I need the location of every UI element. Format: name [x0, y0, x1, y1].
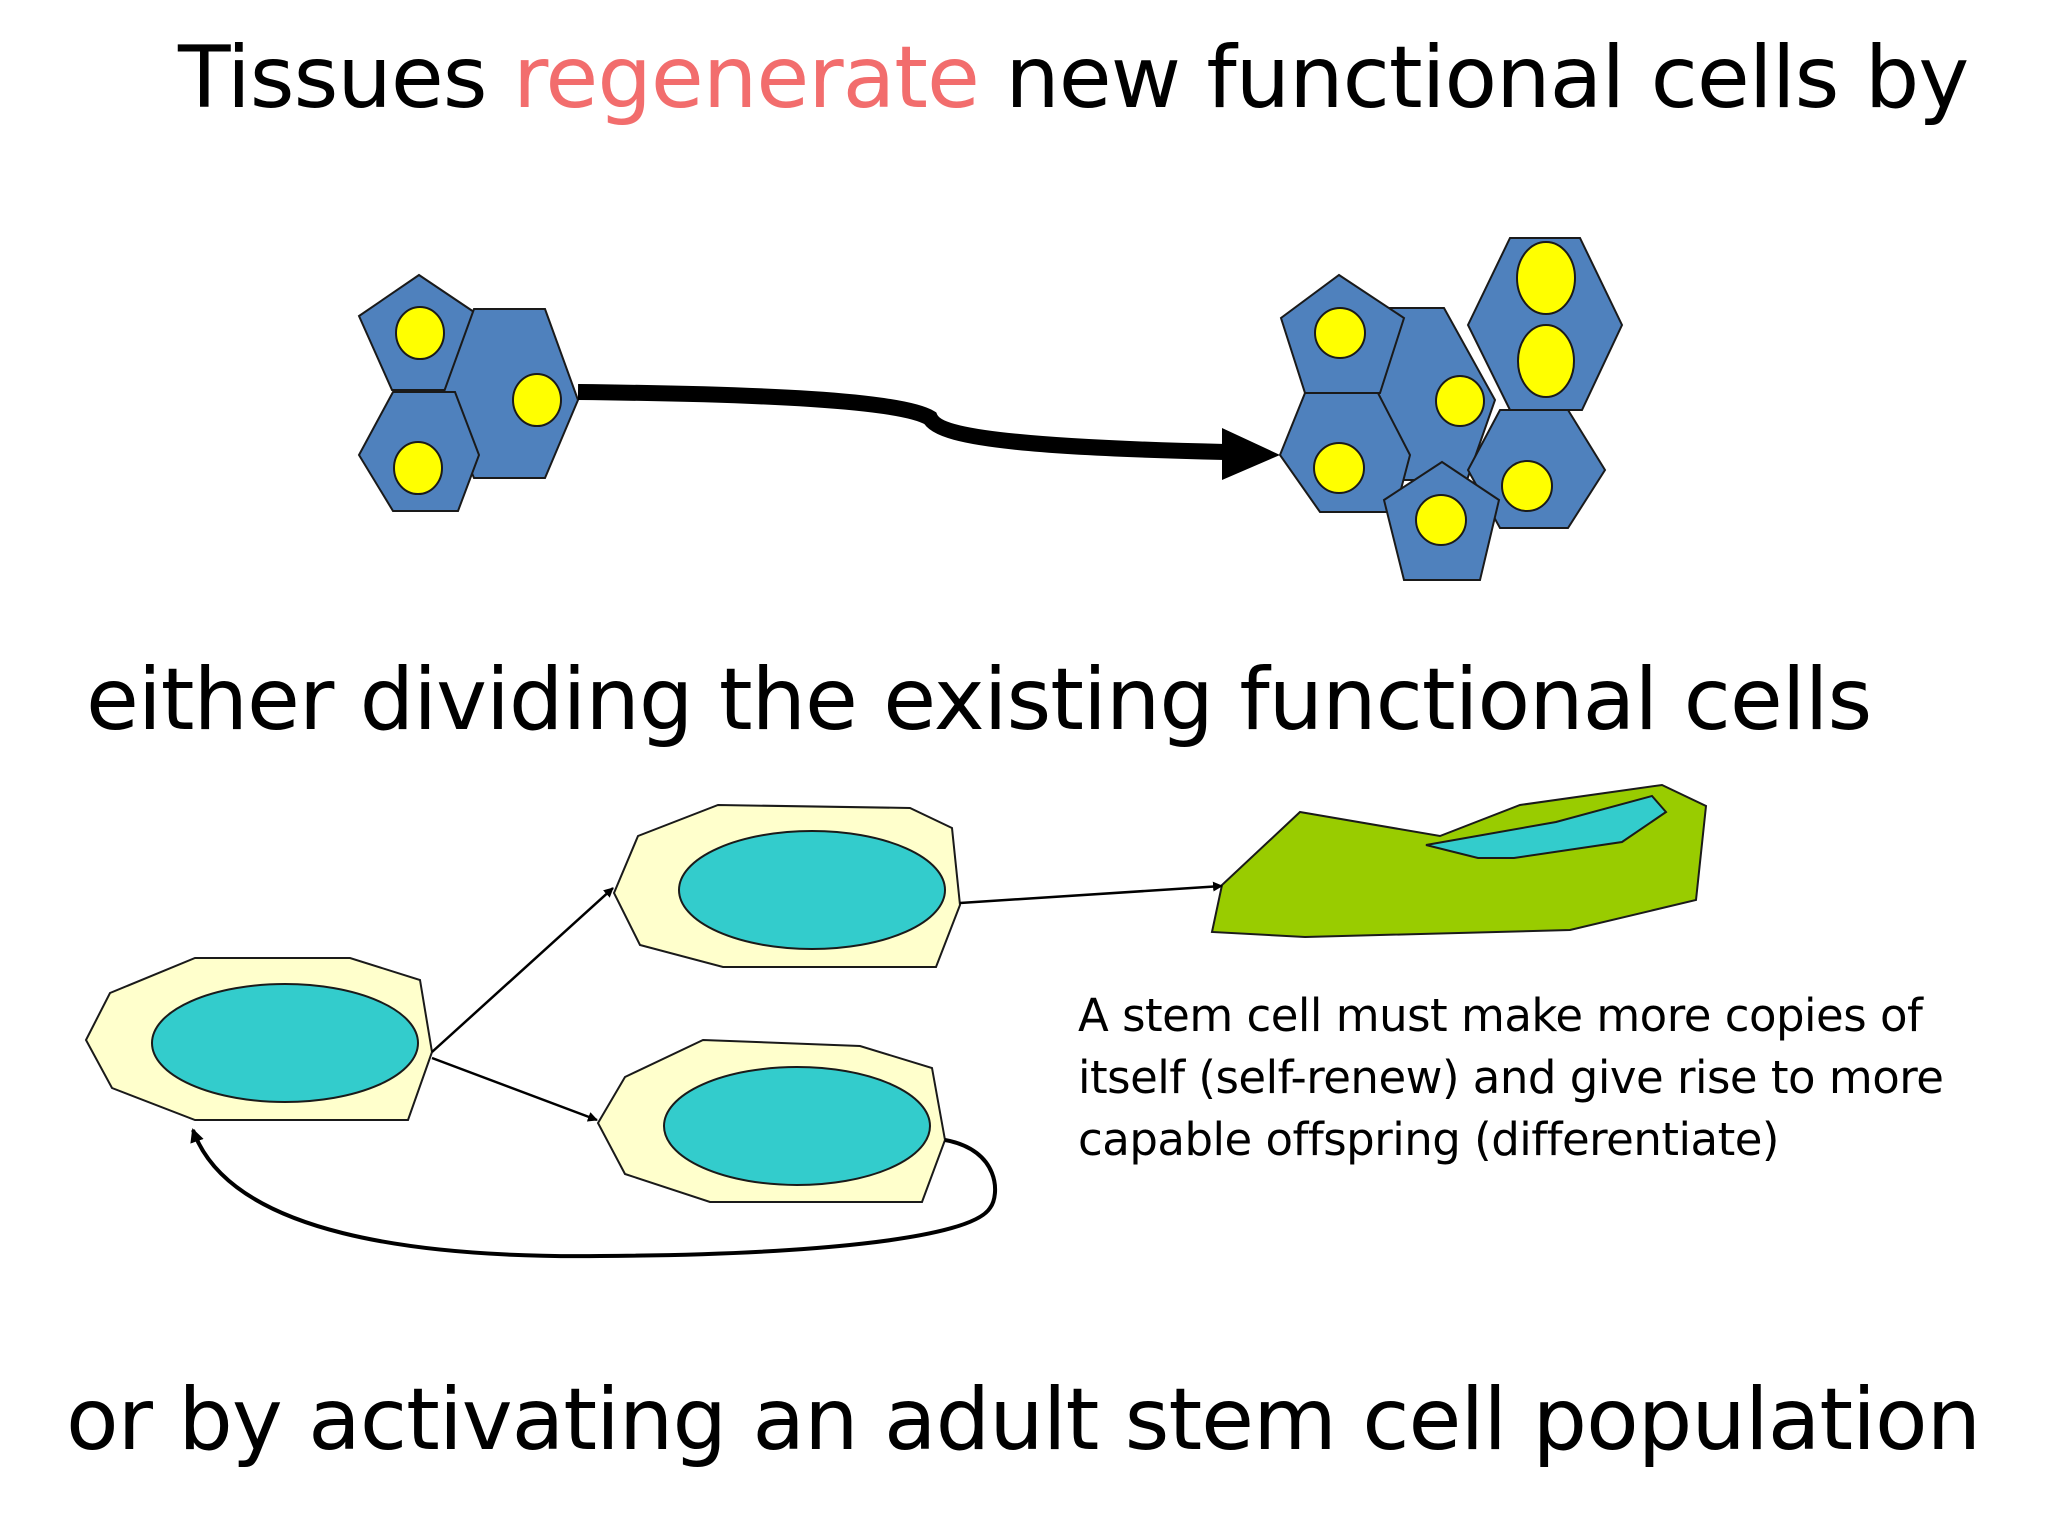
nucleus [1501, 460, 1553, 512]
nucleus [393, 441, 443, 495]
functional-cell-hexagon [1466, 237, 1624, 411]
self-renewal-arrow [190, 1128, 998, 1259]
nucleus [395, 306, 445, 360]
stem-cell-nucleus [663, 1066, 931, 1186]
arrow-to-upper-daughter [431, 887, 614, 1053]
division-arrow [577, 384, 1280, 480]
note-line: capable offspring (differentiate) [1078, 1113, 1779, 1166]
note-line: A stem cell must make more copies of [1078, 989, 1923, 1042]
nucleus [1314, 307, 1366, 359]
title-after: new functional cells by [978, 28, 1969, 128]
stem-cell-note: A stem cell must make more copies of its… [1078, 985, 1944, 1171]
lineage-arrows [190, 881, 1223, 1259]
stem-cell-nucleus [151, 983, 419, 1103]
nucleus [1415, 494, 1467, 546]
nucleus [1516, 241, 1576, 315]
stem-cell-nucleus [678, 830, 946, 950]
slide-title: Tissues regenerate new functional cells … [178, 28, 1969, 128]
nucleus [1517, 324, 1575, 398]
functional-cell-cluster-before [357, 273, 580, 512]
nucleus [512, 373, 562, 427]
note-line: itself (self-renew) and give rise to mor… [1078, 1051, 1944, 1104]
title-before: Tissues [178, 28, 513, 128]
caption-dividing: either dividing the existing functional … [86, 650, 1872, 750]
arrow-to-lower-daughter [431, 1056, 598, 1122]
functional-cell-cluster-after [1278, 237, 1624, 581]
stem-cell-lineage [84, 783, 1708, 1203]
nucleus [1313, 442, 1365, 494]
differentiated-cell-nucleus [1425, 794, 1668, 859]
nucleus [1435, 375, 1485, 427]
arrow-to-differentiated [959, 881, 1223, 905]
caption-stem-cells: or by activating an adult stem cell popu… [66, 1370, 1981, 1470]
title-highlight: regenerate [512, 28, 980, 128]
